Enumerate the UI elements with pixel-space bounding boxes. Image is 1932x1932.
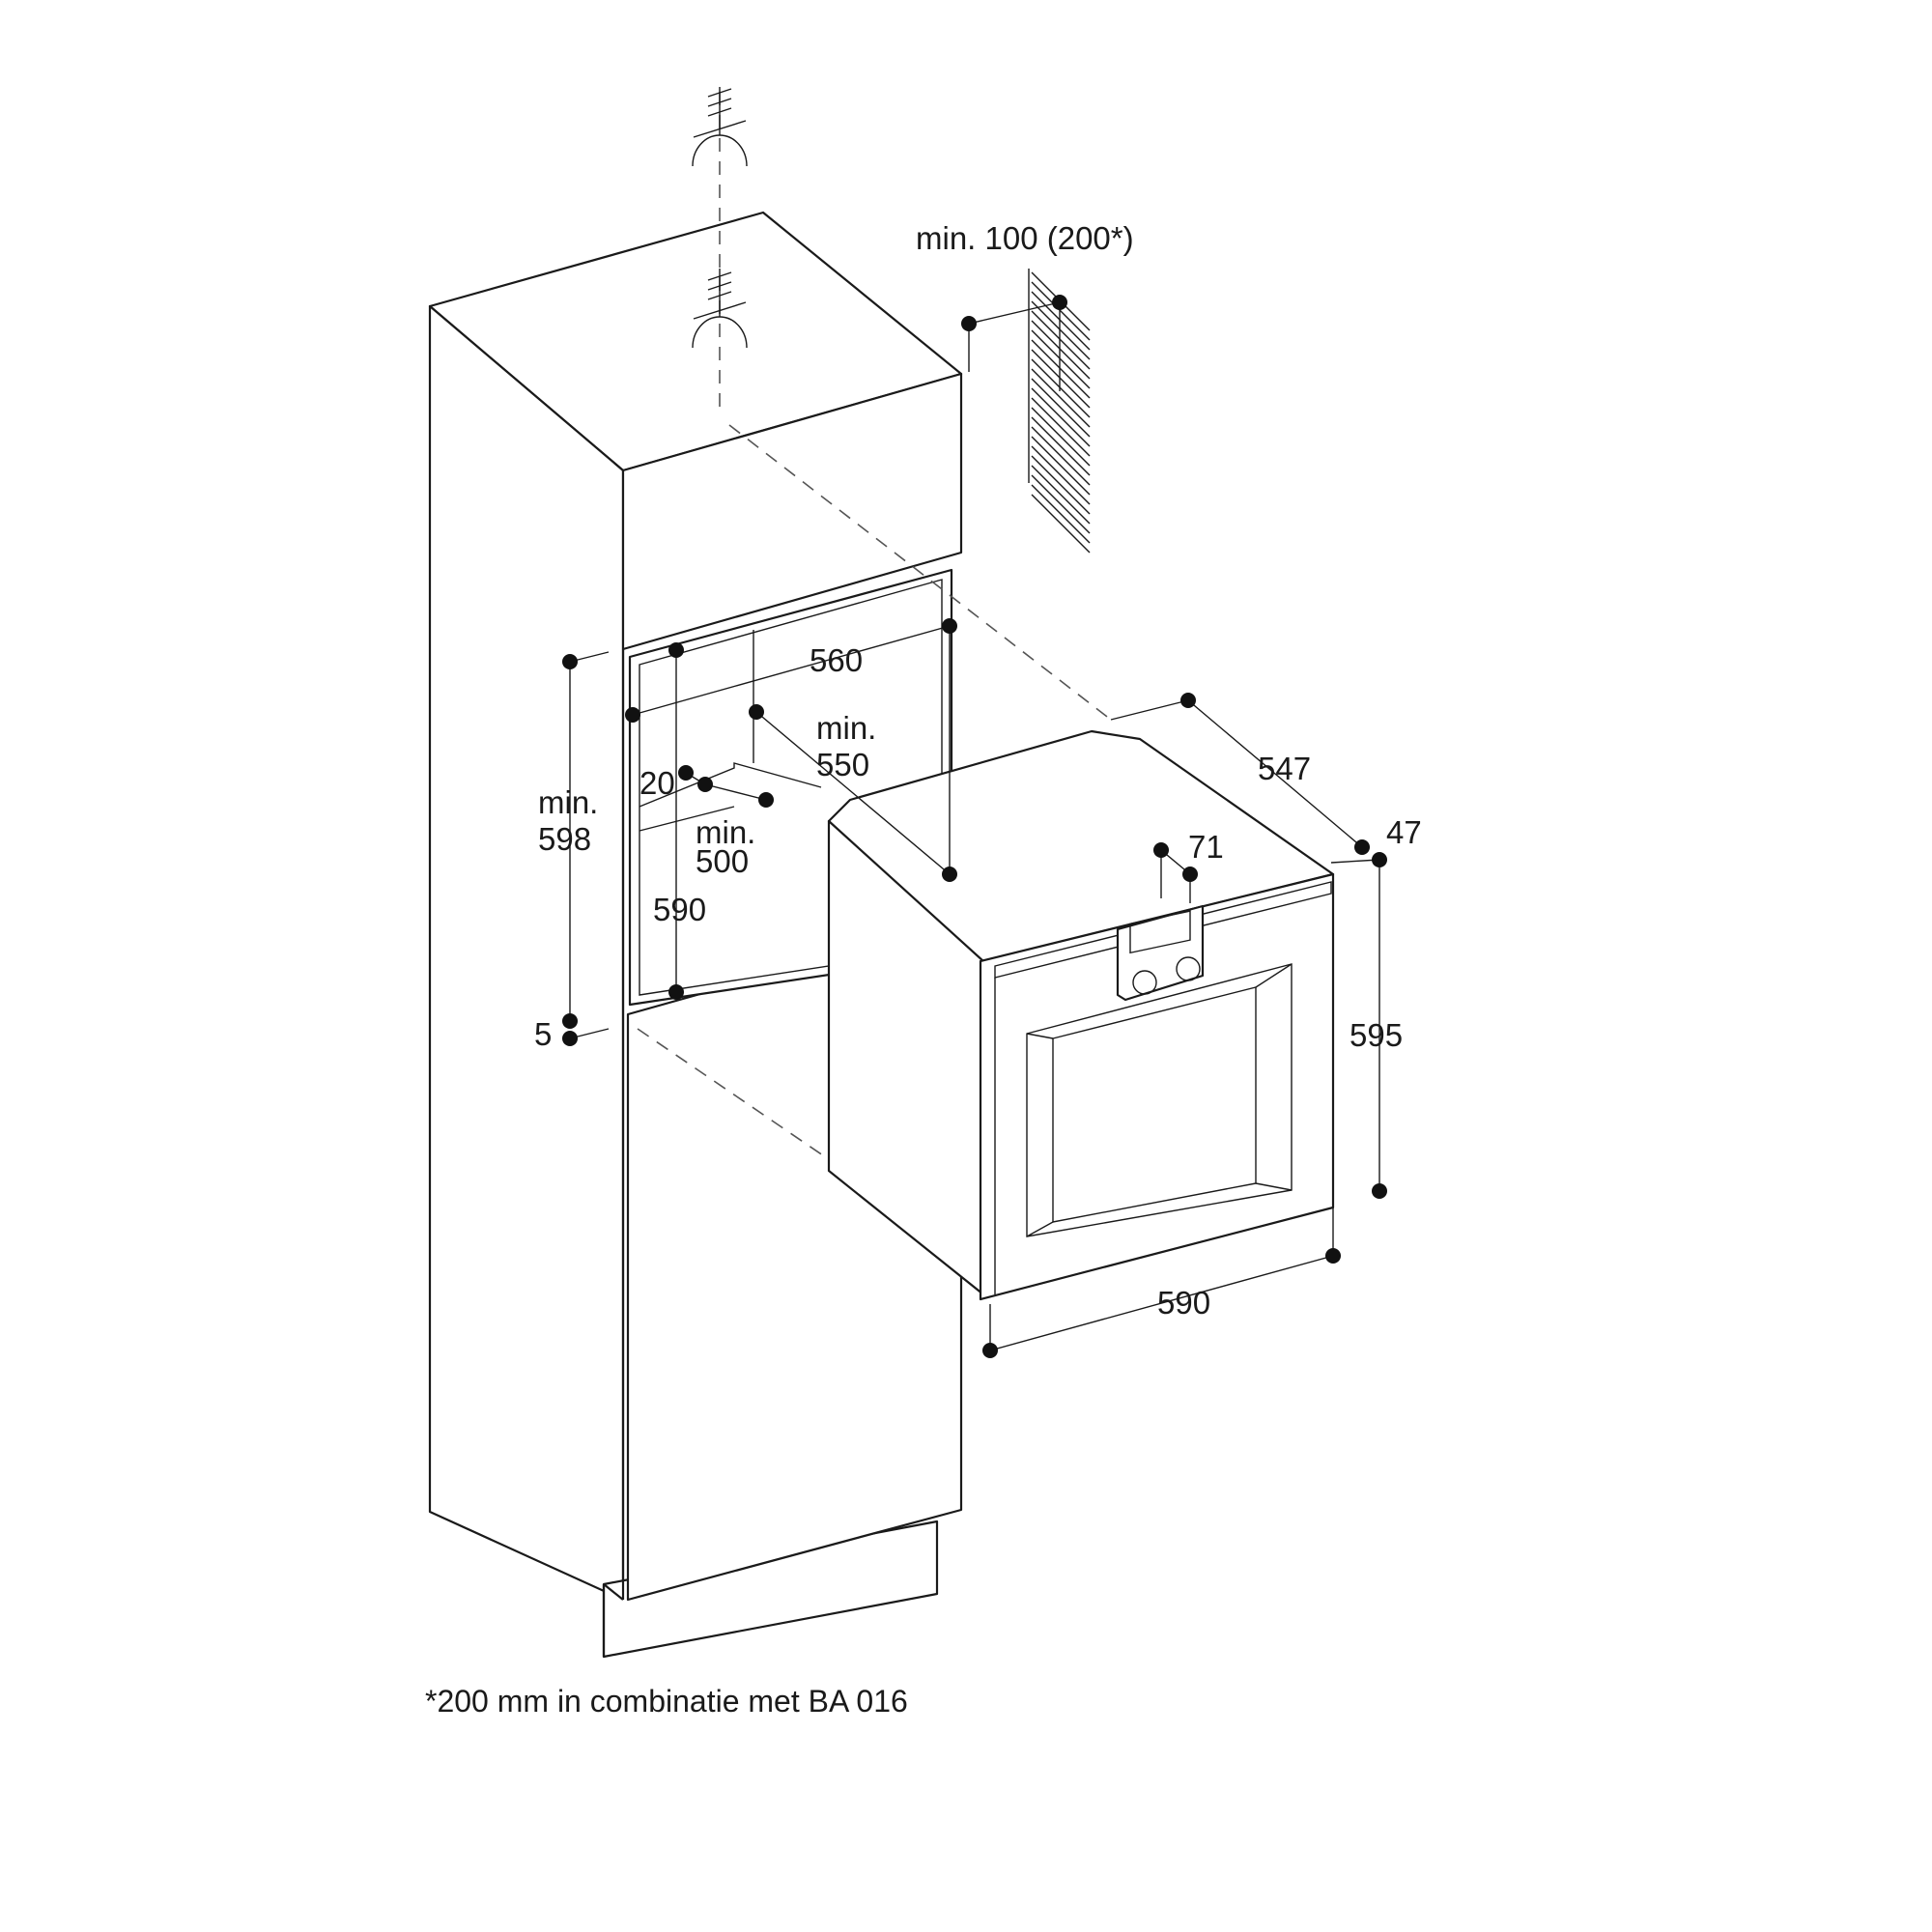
- dimension-labels: min. 100 (200*) 560 min. 550 min. 598 20…: [534, 220, 1422, 1321]
- hatch-stroke: [1031, 300, 1091, 360]
- centre-axis: [637, 87, 1112, 1165]
- dimension-lines: [569, 301, 1380, 1351]
- oven-appliance: [827, 729, 1335, 1301]
- hatch-stroke: [1031, 436, 1091, 496]
- hatch-stroke: [1031, 484, 1091, 544]
- hatch-stroke: [1031, 339, 1091, 399]
- electrical-symbol-icon: [692, 87, 748, 167]
- hatch-stroke: [1031, 320, 1091, 380]
- hatch-stroke: [1031, 445, 1091, 505]
- label-cutout-20: 20: [639, 765, 675, 801]
- label-cutout-depth-min: min.: [696, 814, 755, 850]
- hatch-stroke: [1031, 358, 1091, 418]
- footnote: *200 mm in combinatie met BA 016: [425, 1684, 908, 1719]
- hatch-stroke: [1031, 291, 1091, 351]
- oven-knob-left[interactable]: [1132, 970, 1157, 995]
- niche-shelf-edge: [639, 806, 735, 832]
- control-panel: [1116, 904, 1205, 1002]
- hatch-stroke: [1031, 310, 1091, 370]
- hatch-stroke: [1031, 455, 1091, 515]
- hatch-stroke: [1031, 397, 1091, 457]
- hatch-stroke: [1031, 368, 1091, 428]
- hatch-stroke: [1031, 474, 1091, 534]
- tall-cabinet: [428, 211, 963, 1659]
- label-oven-width: 590: [1157, 1285, 1210, 1321]
- label-cutout-depth-value: 500: [696, 843, 749, 879]
- oven-display: [1129, 910, 1191, 954]
- oven-door-top-edge: [994, 881, 1332, 979]
- wall-hatch: [1028, 269, 1091, 554]
- label-oven-depth: 547: [1258, 751, 1311, 786]
- cabinet-side: [428, 304, 625, 1602]
- hatch-stroke: [1031, 426, 1091, 486]
- label-niche-height-min: min.: [538, 784, 598, 820]
- hatch-stroke: [1031, 416, 1091, 476]
- hatch-stroke: [1031, 407, 1091, 467]
- hatch-stroke: [1031, 378, 1091, 438]
- electrical-symbol-icon: [692, 269, 748, 349]
- hatch-stroke: [1031, 281, 1091, 341]
- label-niche-width: 560: [810, 642, 863, 678]
- label-oven-height: 595: [1350, 1017, 1403, 1053]
- label-gap-5: 5: [534, 1016, 552, 1052]
- label-panel-71: 71: [1188, 829, 1224, 865]
- hatch-stroke: [1031, 465, 1091, 525]
- label-niche-height-value: 598: [538, 821, 591, 857]
- hatch-stroke: [1031, 349, 1091, 409]
- hatch-stroke: [1031, 494, 1091, 554]
- label-inner-height: 590: [653, 892, 706, 927]
- hatch-stroke: [1031, 387, 1091, 447]
- label-door-depth: 47: [1386, 814, 1422, 850]
- dimension-dots: [562, 295, 1387, 1358]
- label-wall-clearance: min. 100 (200*): [916, 220, 1134, 256]
- hatch-stroke: [1031, 329, 1091, 389]
- upper-door: [621, 372, 963, 651]
- niche-shelf: [639, 762, 822, 808]
- oven-knob-right[interactable]: [1176, 956, 1201, 981]
- label-niche-depth-min: min.: [816, 710, 876, 746]
- label-niche-depth-value: 550: [816, 747, 869, 782]
